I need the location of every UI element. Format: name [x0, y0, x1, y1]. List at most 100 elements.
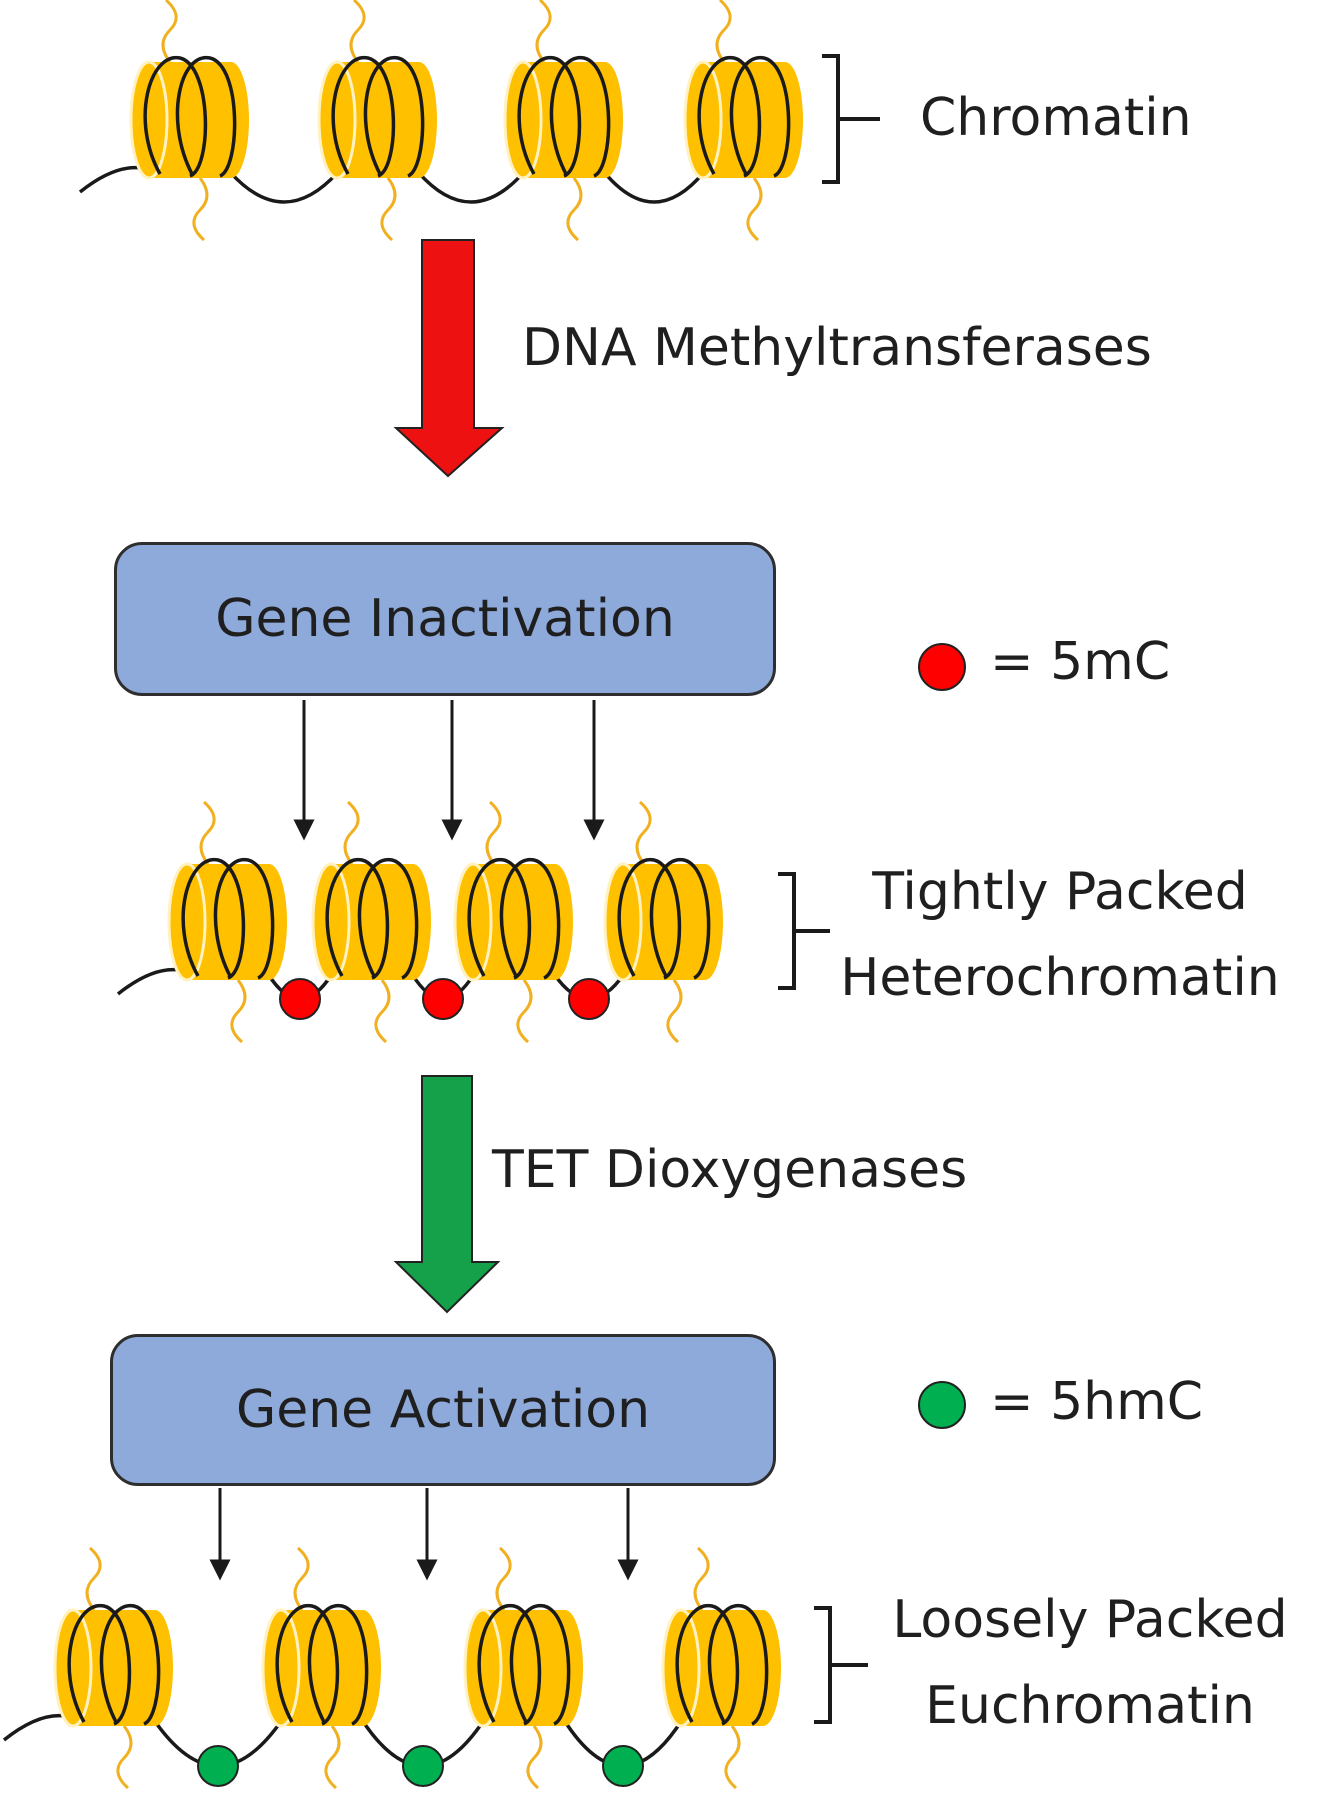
histone-tail — [566, 177, 583, 242]
gene-activation-label: Gene Activation — [235, 1380, 651, 1440]
histone-tail — [746, 177, 763, 242]
histone-core-face — [311, 862, 351, 982]
nucleosome — [603, 800, 723, 1044]
dna-wrap — [99, 1604, 161, 1726]
euchromatin-strand — [2, 1546, 781, 1790]
dna-wrap — [675, 1604, 740, 1726]
heterochromatin-label-line1: Tightly Packed — [872, 862, 1248, 922]
histone-core-end — [587, 62, 623, 178]
tet-label: TET Dioxygenases — [492, 1140, 968, 1200]
dna-wrap — [549, 56, 611, 178]
dna-wrap — [499, 858, 561, 980]
histone-core-end — [537, 864, 573, 980]
dna-wrap — [477, 1604, 542, 1726]
dna-wrap — [181, 858, 246, 980]
nucleosome — [261, 1546, 381, 1790]
euchromatin-bracket — [814, 1606, 868, 1724]
gene-inactivation-box: Gene Inactivation — [114, 542, 776, 696]
nucleosome — [311, 800, 431, 1044]
dna-wrap — [331, 56, 396, 178]
dna-wrap — [67, 1604, 132, 1726]
dna-wrap — [357, 858, 419, 980]
histone-tail — [724, 1725, 741, 1790]
dna-methyltransferase-arrow — [393, 239, 505, 478]
histone-tail — [693, 1546, 710, 1611]
linker-dna — [78, 165, 706, 204]
5hmc-legend-dot — [918, 1381, 966, 1429]
histone-core-face — [603, 862, 643, 982]
histone-tail — [230, 979, 247, 1044]
dna-wrap — [467, 858, 532, 980]
5hmc-mark — [197, 1745, 239, 1787]
histone-tail — [526, 1725, 543, 1790]
histone-core-end — [767, 62, 803, 178]
histone-core-end — [547, 1610, 583, 1726]
tet-dioxygenase-arrow — [393, 1075, 501, 1314]
dna-wrap — [729, 56, 791, 178]
dna-wrap — [697, 56, 762, 178]
5mc-mark — [279, 978, 321, 1020]
histone-tail — [116, 1725, 133, 1790]
nucleosome — [129, 0, 249, 242]
histone-tail — [199, 800, 216, 865]
dna-wrap — [649, 858, 711, 980]
histone-tail — [535, 0, 552, 63]
nucleosome — [683, 0, 803, 242]
histone-tail — [293, 1546, 310, 1611]
nucleosome — [463, 1546, 583, 1790]
chromatin-label: Chromatin — [920, 88, 1192, 148]
histone-tail — [380, 177, 397, 242]
histone-core-end — [251, 864, 287, 980]
5hmc-mark — [402, 1745, 444, 1787]
histone-core-face — [503, 60, 543, 180]
nucleosome — [661, 1546, 781, 1790]
nucleosome — [503, 0, 623, 242]
histone-core-end — [345, 1610, 381, 1726]
euchromatin-label-line1: Loosely Packed — [892, 1590, 1288, 1650]
histone-tail — [374, 979, 391, 1044]
5mc-legend-label: = 5mC — [990, 632, 1171, 692]
histone-core-face — [261, 1608, 301, 1728]
histone-core-end — [745, 1610, 781, 1726]
euchromatin-label-line2: Euchromatin — [925, 1676, 1255, 1736]
histone-core-face — [129, 60, 169, 180]
heterochromatin-label-line2: Heterochromatin — [840, 948, 1280, 1008]
histone-tail — [192, 177, 209, 242]
heterochromatin-bracket — [778, 872, 830, 990]
histone-core-end — [395, 864, 431, 980]
5hmc-legend-label: = 5hmC — [990, 1372, 1204, 1432]
5mc-mark — [568, 978, 610, 1020]
histone-core-face — [661, 1608, 701, 1728]
histone-tail — [666, 979, 683, 1044]
nucleosome — [167, 800, 287, 1044]
histone-core-end — [687, 864, 723, 980]
histone-core-face — [683, 60, 723, 180]
histone-tail — [324, 1725, 341, 1790]
histone-core-end — [137, 1610, 173, 1726]
histone-tail — [485, 800, 502, 865]
gene-activation-box: Gene Activation — [110, 1334, 776, 1486]
dna-wrap — [517, 56, 582, 178]
nucleosome — [53, 1546, 173, 1790]
dna-wrap — [175, 56, 237, 178]
histone-core-face — [453, 862, 493, 982]
dna-wrap — [143, 56, 208, 178]
dna-wrap — [707, 1604, 769, 1726]
dnmt-label: DNA Methyltransferases — [522, 318, 1152, 378]
5mc-legend-dot — [918, 643, 966, 691]
histone-tail — [495, 1546, 512, 1611]
nucleosome — [453, 800, 573, 1044]
dna-wrap — [363, 56, 425, 178]
dna-wrap — [509, 1604, 571, 1726]
chromatin-bracket — [822, 54, 880, 184]
gene-inactivation-label: Gene Inactivation — [215, 589, 675, 649]
histone-tail — [85, 1546, 102, 1611]
dna-wrap — [307, 1604, 369, 1726]
histone-tail — [516, 979, 533, 1044]
histone-core-face — [167, 862, 207, 982]
histone-core-face — [53, 1608, 93, 1728]
histone-core-end — [401, 62, 437, 178]
dna-wrap — [213, 858, 275, 980]
histone-tail — [349, 0, 366, 63]
